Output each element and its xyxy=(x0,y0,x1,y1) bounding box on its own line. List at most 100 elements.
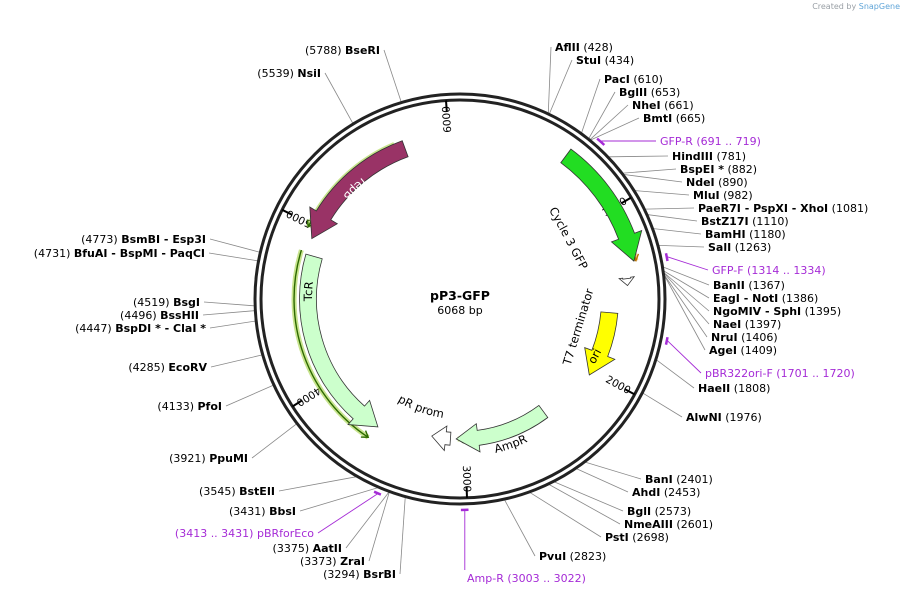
site-label[interactable]: BglII (653) xyxy=(619,86,680,99)
feature-ampr[interactable] xyxy=(455,404,549,453)
site-position: (2601) xyxy=(676,518,713,531)
leader-bspei xyxy=(623,168,677,174)
tick-1000 xyxy=(621,196,632,204)
leader-alwni xyxy=(642,392,683,418)
primer-mark-gfp-r xyxy=(596,137,606,146)
site-label[interactable]: NaeI (1397) xyxy=(713,318,781,331)
primer-label[interactable]: pBR322ori-F (1701 .. 1720) xyxy=(705,367,855,380)
site-label[interactable]: (4496) BssHII xyxy=(120,309,199,322)
site-label[interactable]: BmtI (665) xyxy=(643,112,705,125)
site-label[interactable]: (3545) BstEII xyxy=(199,485,275,498)
site-position: (1976) xyxy=(725,411,762,424)
site-position: (2698) xyxy=(632,531,669,544)
primer-label[interactable]: (3413 .. 3431) pBRforEco xyxy=(175,527,314,540)
plasmid-length: 6068 bp xyxy=(437,304,482,317)
site-label[interactable]: EagI - NotI (1386) xyxy=(713,292,818,305)
site-position: (3294) xyxy=(323,568,360,581)
feature-cycle3gfp[interactable] xyxy=(560,148,643,262)
site-name: BamHI xyxy=(705,228,746,241)
primer-leader-pbrforeco xyxy=(317,493,378,534)
site-label[interactable]: StuI (434) xyxy=(576,54,634,67)
site-label[interactable]: BglI (2573) xyxy=(627,505,691,518)
site-position: (1409) xyxy=(740,344,777,357)
site-position: (4519) xyxy=(133,296,170,309)
site-label[interactable]: BanII (1367) xyxy=(713,279,785,292)
site-label[interactable]: HindIII (781) xyxy=(672,150,746,163)
site-position: (1808) xyxy=(734,382,771,395)
site-position: (4731) xyxy=(34,247,71,260)
feature-label-cycle3gfp: Cycle 3 GFP xyxy=(546,205,591,272)
site-label[interactable]: PaeR7I - PspXI - XhoI (1081) xyxy=(698,202,868,215)
primer-label[interactable]: Amp-R (3003 .. 3022) xyxy=(467,572,586,585)
site-label[interactable]: NruI (1406) xyxy=(711,331,778,344)
site-label[interactable]: (3921) PpuMI xyxy=(169,452,248,465)
site-label[interactable]: (3294) BsrBI xyxy=(323,568,396,581)
site-label[interactable]: HaeII (1808) xyxy=(698,382,770,395)
site-label[interactable]: PvuI (2823) xyxy=(539,550,606,563)
site-label[interactable]: (3373) ZraI xyxy=(300,555,365,568)
site-name: AhdI xyxy=(632,486,660,499)
leader-naei xyxy=(664,273,710,325)
leader-bmti xyxy=(590,117,640,141)
feature-ori[interactable] xyxy=(584,311,619,376)
site-label[interactable]: (4285) EcoRV xyxy=(128,361,207,374)
feature-repB[interactable] xyxy=(309,140,409,240)
site-label[interactable]: (5539) NsiI xyxy=(257,67,321,80)
site-label[interactable]: AhdI (2453) xyxy=(632,486,700,499)
leader-bsteii xyxy=(278,476,357,492)
site-label[interactable]: NmeAIII (2601) xyxy=(624,518,713,531)
leader-nsii xyxy=(324,72,354,124)
snapgene-logo-text: SnapGene xyxy=(858,2,900,11)
feature-tcr[interactable] xyxy=(299,253,379,428)
site-name: BmtI xyxy=(643,112,672,125)
plasmid-name: pP3-GFP xyxy=(430,288,490,303)
site-label[interactable]: BamHI (1180) xyxy=(705,228,786,241)
site-label[interactable]: PacI (610) xyxy=(604,73,663,86)
site-label[interactable]: MluI (982) xyxy=(693,189,753,202)
site-name: NdeI xyxy=(686,176,715,189)
site-label[interactable]: (3431) BbsI xyxy=(229,505,296,518)
site-label[interactable]: BspEI * (882) xyxy=(680,163,757,176)
site-label[interactable]: (4447) BspDI * - ClaI * xyxy=(75,322,206,335)
site-label[interactable]: (4731) BfuAI - BspMI - PaqCI xyxy=(34,247,205,260)
site-name: BglI xyxy=(627,505,651,518)
primer-name: pBR322ori-F xyxy=(705,367,773,380)
site-label[interactable]: (4133) PfoI xyxy=(157,400,222,413)
site-name: SalI xyxy=(708,241,731,254)
site-label[interactable]: AgeI (1409) xyxy=(709,344,777,357)
site-position: (4773) xyxy=(81,233,118,246)
primer-name: Amp-R xyxy=(467,572,504,585)
leader-bsshii xyxy=(202,310,255,316)
site-position: (610) xyxy=(633,73,663,86)
primer-label[interactable]: GFP-R (691 .. 719) xyxy=(660,135,761,148)
site-label[interactable]: BstZ17I (1110) xyxy=(701,215,789,228)
site-name: NmeAIII xyxy=(624,518,673,531)
site-label[interactable]: (4519) BsgI xyxy=(133,296,200,309)
site-label[interactable]: AlwNI (1976) xyxy=(686,411,762,424)
site-position: (2401) xyxy=(676,473,713,486)
leader-ndei xyxy=(624,174,683,183)
primer-mark-pbr322ori-f xyxy=(664,336,669,345)
site-label[interactable]: (3375) AatII xyxy=(273,542,342,555)
site-label[interactable]: AflII (428) xyxy=(555,41,613,54)
primer-mark-gfp-f xyxy=(664,253,669,262)
site-label[interactable]: (5788) BseRI xyxy=(305,44,380,57)
feature-t7term[interactable] xyxy=(618,276,636,287)
site-label[interactable]: SalI (1263) xyxy=(708,241,771,254)
site-label[interactable]: NgoMIV - SphI (1395) xyxy=(713,305,841,318)
primer-label[interactable]: GFP-F (1314 .. 1334) xyxy=(712,264,826,277)
site-label[interactable]: (4773) BsmBI - Esp3I xyxy=(81,233,206,246)
feature-label-text-amprprom: AmpR promoter xyxy=(0,0,445,421)
tick-label-3000: 3000 xyxy=(460,465,473,492)
leader-ahdi xyxy=(576,468,629,493)
site-label[interactable]: NheI (661) xyxy=(632,99,694,112)
site-position: (890) xyxy=(718,176,748,189)
site-label[interactable]: BanI (2401) xyxy=(645,473,713,486)
site-label[interactable]: PstI (2698) xyxy=(605,531,669,544)
site-position: (1180) xyxy=(749,228,786,241)
site-position: (2823) xyxy=(570,550,607,563)
feature-amprprom[interactable] xyxy=(431,425,452,452)
site-label[interactable]: NdeI (890) xyxy=(686,176,748,189)
primer-leader-gfp-f xyxy=(667,256,709,271)
